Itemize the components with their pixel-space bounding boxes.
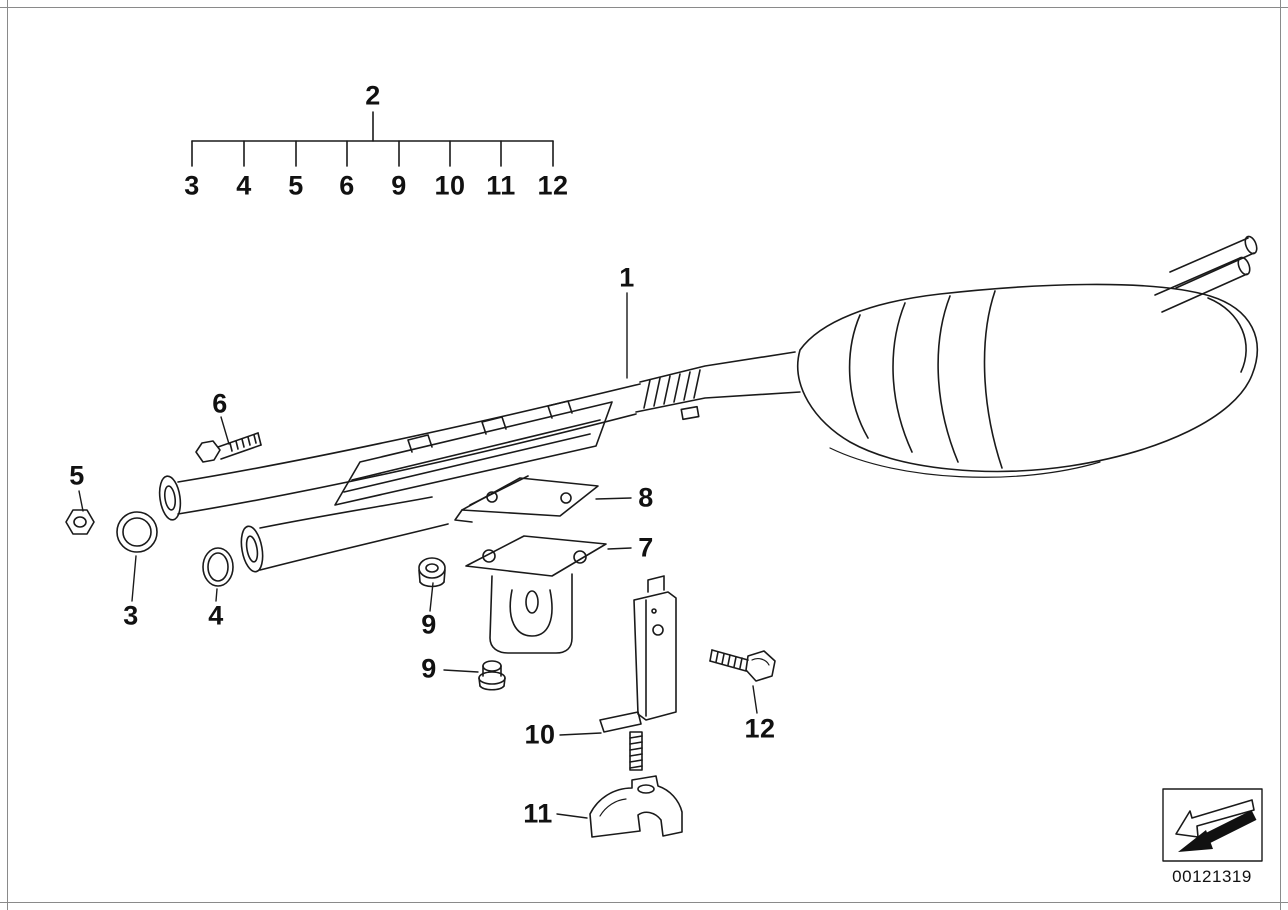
tree-item-11[interactable]: 11 bbox=[486, 170, 516, 201]
callout-hanger-bracket[interactable]: 10 bbox=[524, 719, 556, 750]
support-bracket-art bbox=[465, 535, 607, 654]
callout-support-bracket[interactable]: 7 bbox=[638, 532, 654, 563]
callout-hex-bolt[interactable]: 12 bbox=[744, 713, 776, 744]
callout-grommet[interactable]: 9 bbox=[421, 609, 437, 640]
callout-clamp-ring[interactable]: 3 bbox=[123, 600, 139, 631]
hanger-bracket-art bbox=[599, 575, 677, 771]
tree-item-4[interactable]: 4 bbox=[236, 170, 252, 201]
bracket-plate-art bbox=[454, 475, 599, 523]
mid-pipe-art bbox=[635, 351, 801, 421]
cap-nut-art bbox=[478, 660, 506, 691]
callout-bolt-front[interactable]: 6 bbox=[212, 388, 228, 419]
bolt-front-art bbox=[195, 432, 262, 463]
callout-bracket-plate[interactable]: 8 bbox=[638, 482, 654, 513]
direction-of-travel-arrow-icon bbox=[1162, 788, 1263, 862]
clamp-ring-art bbox=[116, 511, 158, 553]
nut-front-art bbox=[65, 509, 95, 535]
clamp-art bbox=[589, 775, 683, 838]
gasket-ring-art bbox=[202, 547, 234, 587]
muffler-art bbox=[797, 235, 1259, 478]
callout-cap-nut[interactable]: 9 bbox=[421, 653, 437, 684]
tree-item-10[interactable]: 10 bbox=[434, 170, 466, 201]
callout-clamp[interactable]: 11 bbox=[523, 798, 553, 829]
tree-root-label[interactable]: 2 bbox=[365, 80, 381, 111]
tree-item-12[interactable]: 12 bbox=[537, 170, 569, 201]
tree-item-5[interactable]: 5 bbox=[288, 170, 304, 201]
callout-gasket-ring[interactable]: 4 bbox=[208, 600, 224, 631]
tree-item-6[interactable]: 6 bbox=[339, 170, 355, 201]
callout-nut-front[interactable]: 5 bbox=[69, 460, 85, 491]
diagram-id: 00121319 bbox=[1172, 867, 1252, 886]
tree-item-3[interactable]: 3 bbox=[184, 170, 200, 201]
hex-bolt-art bbox=[709, 649, 776, 682]
tree-item-9[interactable]: 9 bbox=[391, 170, 407, 201]
heat-shield-art bbox=[334, 400, 613, 506]
parts-tree-lines bbox=[191, 111, 554, 167]
grommet-art bbox=[418, 557, 446, 588]
leader-lines bbox=[78, 292, 758, 819]
callout-rear-muffler[interactable]: 1 bbox=[619, 262, 635, 293]
